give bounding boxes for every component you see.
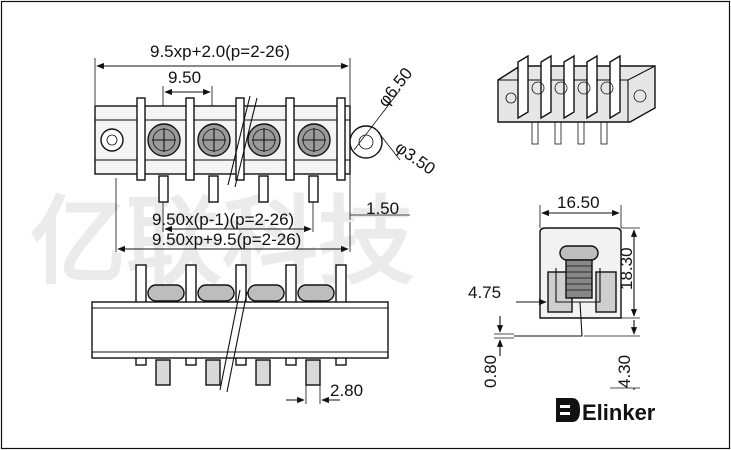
pin-4 xyxy=(308,175,319,203)
logo-mark-icon xyxy=(556,398,580,422)
dim-hole-outer: φ6.50 xyxy=(374,64,416,110)
mount-hole-right xyxy=(349,125,383,159)
section-view: 16.50 18.30 4.75 0.80 4. xyxy=(468,193,640,390)
dim-pin-offset: 1.50 xyxy=(366,199,399,218)
screw-2 xyxy=(197,123,231,157)
dim-pitch: 9.50 xyxy=(168,68,201,87)
dim-side-height: 18.30 xyxy=(617,247,636,290)
logo-text: Elinker xyxy=(582,400,656,425)
dim-side-offset: 4.75 xyxy=(468,283,501,302)
pin-1 xyxy=(158,175,169,203)
dim-side-width: 16.50 xyxy=(557,193,600,212)
dim-pin-thickness: 0.80 xyxy=(481,355,500,388)
dim-pin-span: 9.50x(p-1)(p=2-26) xyxy=(152,210,294,229)
screw-3 xyxy=(247,123,281,157)
brand-logo: Elinker xyxy=(556,398,656,425)
bottom-view: 2.80 xyxy=(91,264,389,404)
dim-hole-inner: φ3.50 xyxy=(392,138,439,179)
pin-3 xyxy=(258,175,269,203)
pin-2 xyxy=(208,175,219,203)
dim-overall-length: 9.5xp+2.0(p=2-26) xyxy=(150,42,290,61)
screw-1 xyxy=(147,123,181,157)
mount-hole-left xyxy=(100,128,124,152)
isometric-view xyxy=(497,54,656,145)
bottom-body xyxy=(91,301,389,359)
dim-pin-length: 4.30 xyxy=(615,355,634,388)
screw-4 xyxy=(297,123,331,157)
dim-pin-width: 2.80 xyxy=(330,381,363,400)
dim-base-length: 9.50xp+9.5(p=2-26) xyxy=(152,230,301,249)
